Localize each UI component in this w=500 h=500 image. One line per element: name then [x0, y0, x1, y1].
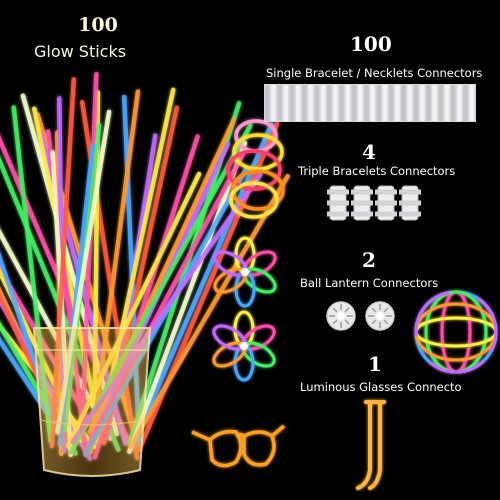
connector-tube	[302, 85, 307, 121]
triple-connector	[351, 185, 373, 221]
connector-tube	[296, 85, 301, 121]
connector-tube	[426, 85, 431, 121]
connector-label-triple: Triple Bracelets Connectors	[298, 164, 456, 178]
glow-stick	[128, 174, 290, 450]
connector-label-ball: Ball Lantern Connectors	[300, 276, 439, 290]
connector-tube	[358, 85, 363, 121]
connector-tube	[413, 85, 419, 121]
glow-ball-icon	[414, 290, 498, 374]
connector-tube	[308, 85, 313, 121]
connector-count-single: 100	[350, 32, 392, 56]
connector-tube	[320, 85, 326, 121]
flower-center	[241, 268, 249, 276]
connector-tube	[407, 85, 412, 121]
connector-label-glasses: Luminous Glasses Connecto	[300, 380, 462, 394]
connector-tube	[283, 85, 288, 121]
flower-center	[240, 342, 248, 350]
connector-tube	[370, 85, 375, 121]
connector-tube	[376, 85, 381, 121]
glow-stick	[127, 140, 248, 454]
product-count: 100	[78, 14, 118, 36]
bracelets-icon	[226, 119, 285, 219]
connector-tube	[451, 85, 456, 121]
connector-tube	[265, 85, 270, 121]
product-label: Glow Sticks	[34, 42, 127, 61]
connector-tube	[395, 85, 400, 121]
connector-label-single: Single Bracelet / Necklets Connectors	[266, 66, 483, 80]
connector-strip-background	[264, 84, 476, 122]
connector-tube	[289, 85, 295, 121]
connector-tube	[432, 85, 437, 121]
connector-tube	[401, 85, 406, 121]
glasses-connector-icon	[356, 400, 386, 490]
triple-connector-icon	[327, 185, 421, 221]
connector-tube	[314, 85, 319, 121]
connector-tube	[351, 85, 357, 121]
flower-shape-icon	[212, 310, 276, 382]
connector-tube	[420, 85, 425, 121]
connector-count-triple: 4	[362, 140, 376, 164]
connector-tube	[444, 85, 450, 121]
triple-connector	[399, 185, 421, 221]
glasses-icon	[191, 424, 286, 468]
connector-tube	[345, 85, 350, 121]
connector-tube	[469, 85, 474, 121]
connector-tube	[339, 85, 344, 121]
ball-connector-icon	[326, 301, 395, 331]
triple-connector	[327, 185, 349, 221]
connector-count-ball: 2	[362, 248, 376, 272]
connector-tube	[457, 85, 462, 121]
connector-tube	[364, 85, 369, 121]
straight-connector-icon	[264, 84, 476, 122]
triple-connector	[375, 185, 397, 221]
glow-stick	[130, 122, 274, 449]
connector-tube	[277, 85, 282, 121]
connector-tube	[389, 85, 394, 121]
connector-tube	[327, 85, 332, 121]
flower-shape-icon	[213, 236, 277, 308]
connector-tube	[333, 85, 338, 121]
connector-tube	[438, 85, 443, 121]
connector-tube	[463, 85, 468, 121]
connector-tube	[382, 85, 388, 121]
glass-cup	[32, 327, 152, 477]
connector-count-glasses: 1	[368, 352, 382, 376]
connector-tube	[271, 85, 276, 121]
